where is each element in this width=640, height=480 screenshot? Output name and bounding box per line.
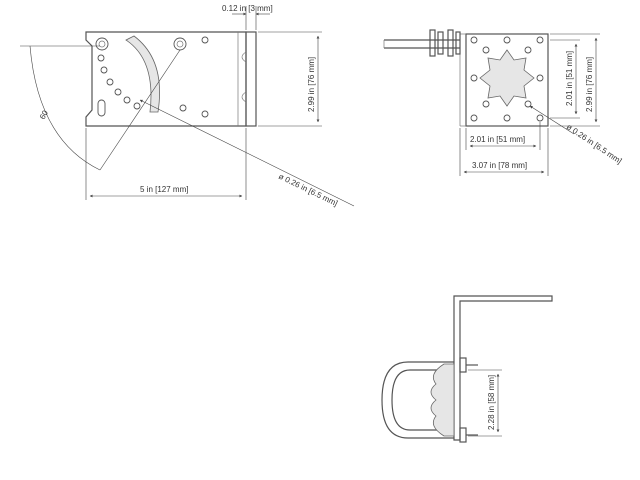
front-hole [536,36,544,44]
front-hole-leader [529,105,575,135]
hole-leader [139,99,355,207]
inner-width-label: 2.01 in [51 mm] [470,135,525,144]
front-hole [470,36,478,44]
u-bolt-rods [383,29,461,57]
front-hole [524,46,532,54]
outer-height-label: 2.99 in [76 mm] [585,57,594,112]
front-hole [503,114,511,122]
adjustment-holes [97,36,209,118]
front-hole [470,114,478,122]
clamp-view: 2.28 in [58 mm] [381,295,553,443]
star-cutout [479,49,535,107]
clamp-saddle [430,363,455,437]
adjustment-hole [179,104,187,112]
front-view: 2.01 in [51 mm] 2.99 in [76 mm] ø 0.26 i… [383,29,623,176]
clamp-label: 2.28 in [58 mm] [487,375,496,430]
front-hole-pattern [470,36,544,122]
small-slot [97,99,106,117]
flange-cutout-bottom [241,91,247,103]
outer-width-label: 3.07 in [78 mm] [472,161,527,170]
u-bolt-loop [381,361,454,439]
hole-label: ø 0.26 in [6.5 mm] [277,172,339,208]
adjustment-hole [114,88,122,96]
adjustment-hole [123,96,131,104]
clamp-nut-bottom [459,427,467,443]
hex-nut [455,31,461,55]
front-plate-outline [465,33,549,127]
front-hole [482,46,490,54]
mounting-hole-left [95,37,109,51]
clamp-nut-top [459,357,467,373]
width-label: 5 in [127 mm] [140,185,188,194]
side-view: 0.12 in [3 mm] 2.99 in [76 mm] 5 in [127… [20,4,355,208]
angle-ref-inclined [99,49,181,171]
hex-nut [447,29,454,57]
front-hole [482,100,490,108]
inner-height-label: 2.01 in [51 mm] [565,51,574,106]
mounting-hole-left-inner [98,40,106,48]
adjustment-hole [201,110,209,118]
adjustment-hole [133,102,141,110]
front-hole [503,36,511,44]
bracket-flange [245,31,257,127]
height-label: 2.99 in [76 mm] [307,57,316,112]
front-hole-label: ø 0.26 in [6.5 mm] [565,122,623,166]
flange-cutout-top [241,51,247,63]
mounting-hole-right-inner [176,40,184,48]
front-hole [524,100,532,108]
clamp-bracket [453,295,553,441]
front-hole [470,74,478,82]
angle-label: 60 [38,108,50,121]
mounting-hole-right [173,37,187,51]
front-hole [536,74,544,82]
hex-nut [437,31,444,55]
adjustment-hole [100,66,108,74]
thickness-label: 0.12 in [3 mm] [222,4,273,13]
angle-slot [125,35,160,113]
adjustment-hole [106,78,114,86]
angle-arc [29,45,101,171]
adjustment-hole [97,54,105,62]
u-bolt-loop-inner [391,369,454,431]
adjustment-hole [201,36,209,44]
front-hole [536,114,544,122]
hex-nut [429,29,436,57]
